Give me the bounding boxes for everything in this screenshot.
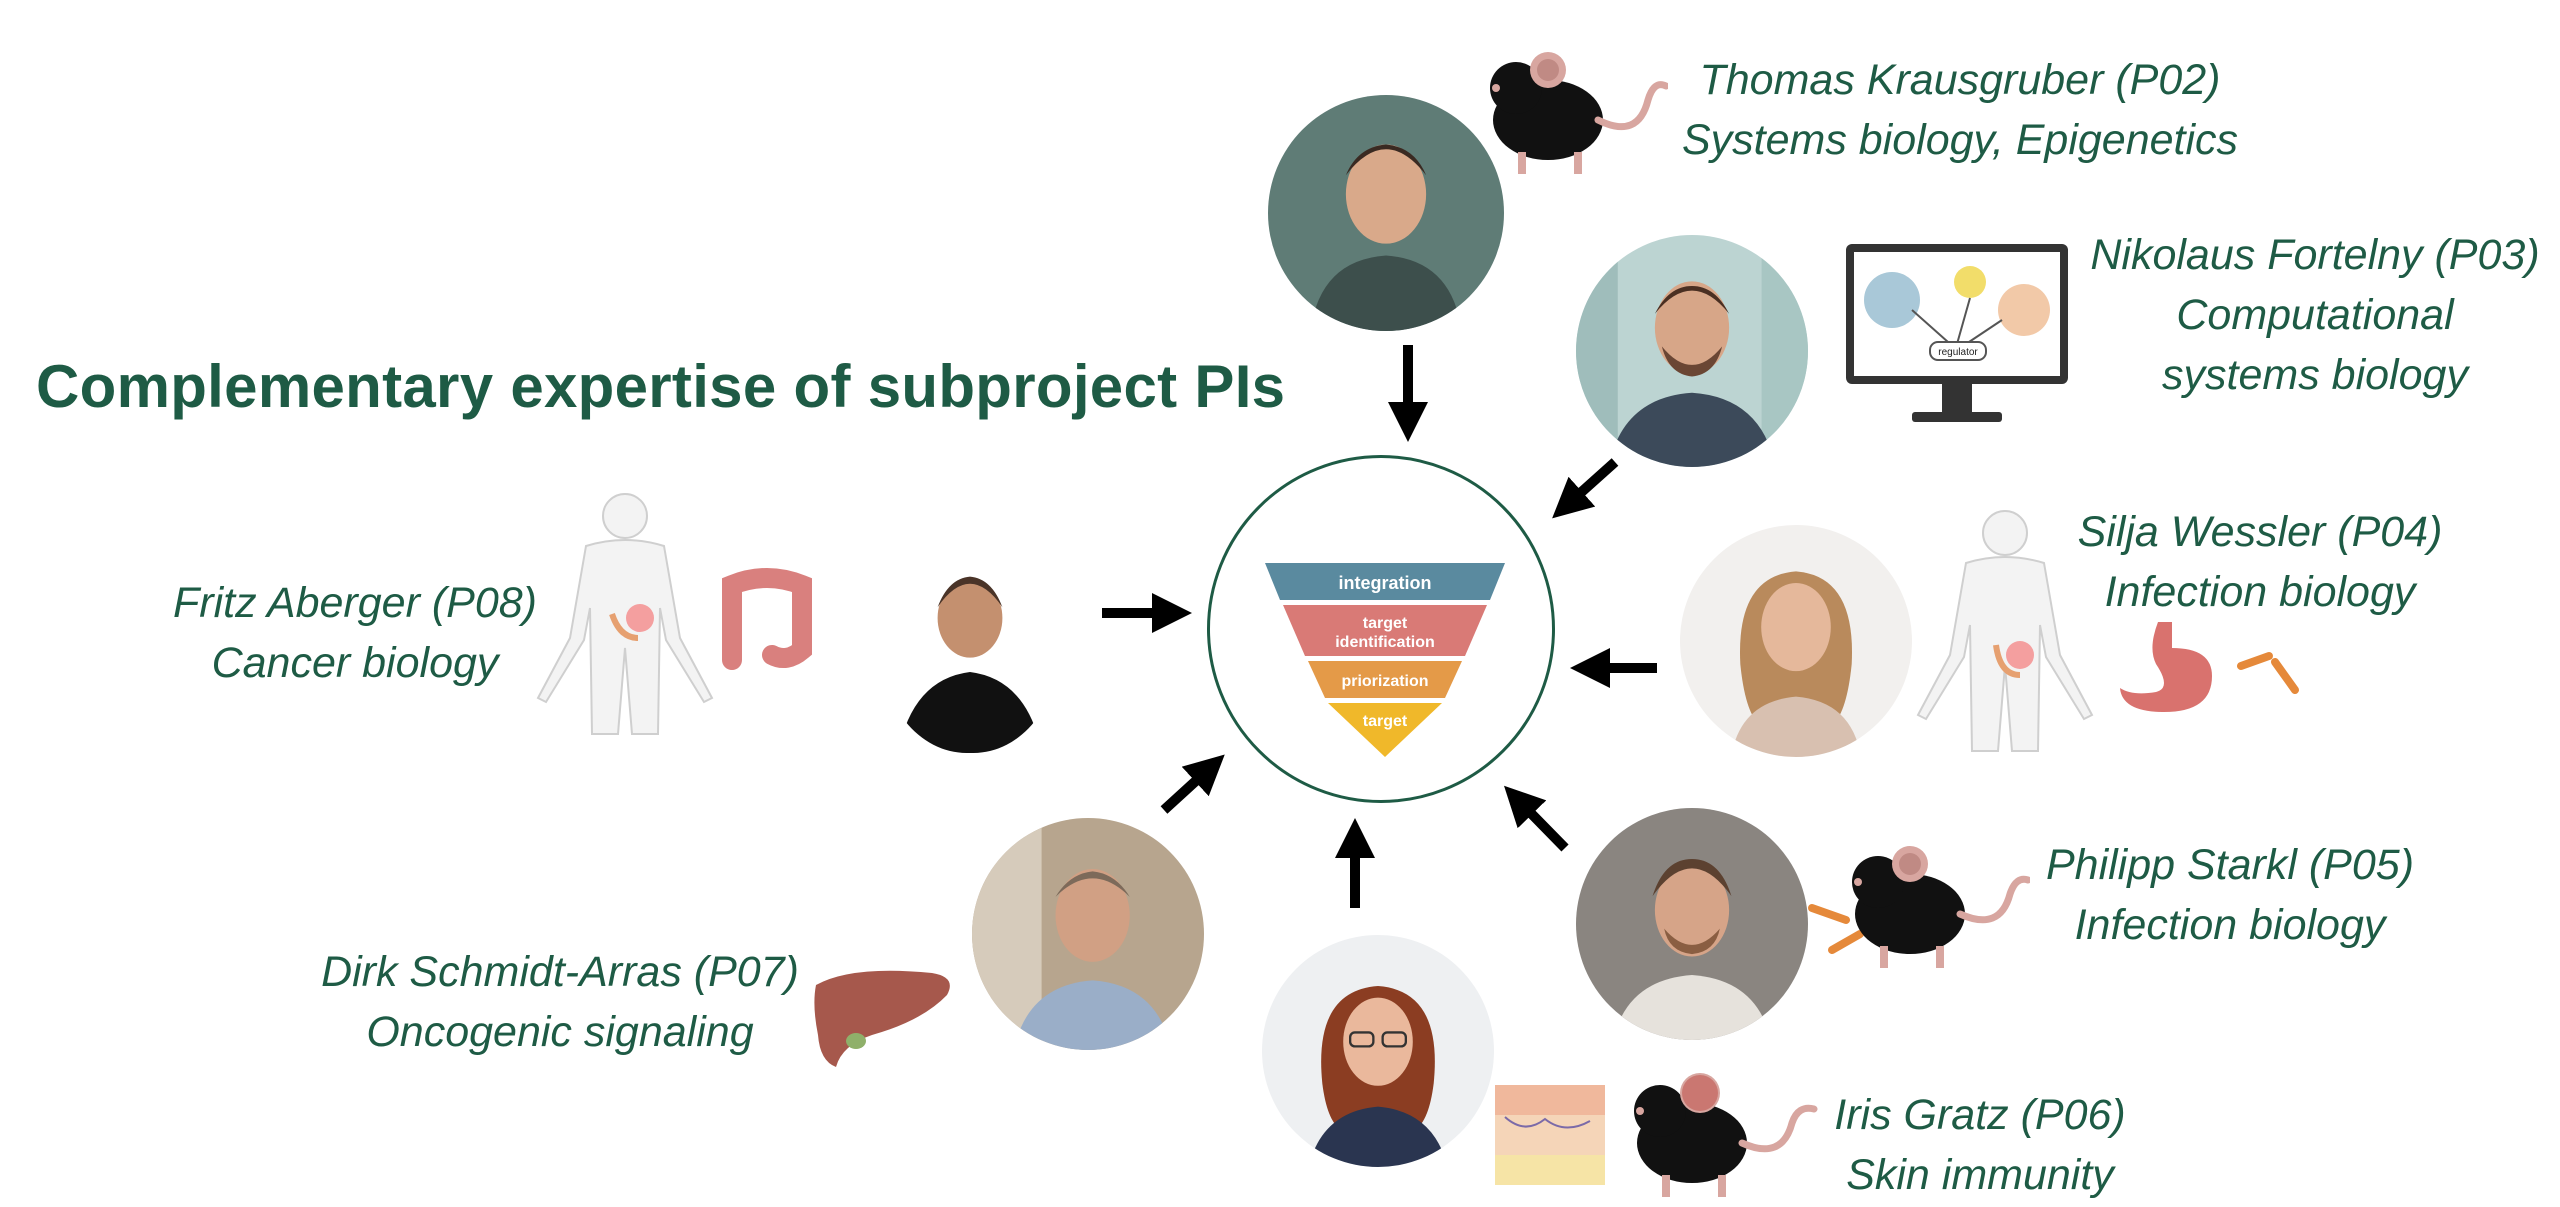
pi-label-p07: Dirk Schmidt-Arras (P07) Oncogenic signa…	[300, 942, 820, 1062]
funnel-label-target-2: target	[1363, 713, 1408, 730]
pi-name: Philipp Starkl (P05)	[2045, 841, 2415, 889]
pi-label-p08: Fritz Aberger (P08) Cancer biology	[150, 573, 560, 693]
pi-label-p05: Philipp Starkl (P05) Infection biology	[2020, 835, 2440, 955]
portrait-p02	[1268, 95, 1504, 331]
pi-label-p06: Iris Gratz (P06) Skin immunity	[1800, 1085, 2160, 1205]
arrow-icon	[1160, 754, 1225, 814]
regulator-label: regulator	[1938, 347, 1978, 358]
portrait-p07	[972, 818, 1204, 1050]
central-hub-circle	[1207, 455, 1555, 803]
liver-icon	[814, 970, 950, 1067]
page-title: Complementary expertise of subproject PI…	[36, 353, 1286, 420]
portrait-p03	[1576, 235, 1808, 467]
pi-field: Systems biology, Epigenetics	[1681, 116, 2239, 164]
human-body-icon	[1916, 510, 2094, 752]
arrow-icon	[1504, 785, 1569, 852]
pi-name: Silja Wessler (P04)	[2077, 508, 2443, 556]
pi-field: Skin immunity	[1846, 1151, 2114, 1199]
funnel-level-target-identification	[1283, 605, 1487, 656]
portrait-p08	[880, 528, 1060, 753]
funnel-level-priorization	[1308, 661, 1462, 698]
human-body-icon	[536, 493, 714, 735]
colon-icon	[722, 568, 812, 670]
stomach-icon	[2120, 622, 2212, 712]
mouse-icon	[1634, 1073, 1818, 1197]
funnel-level-target	[1328, 703, 1442, 757]
mouse-icon	[1490, 52, 1668, 174]
pi-label-p02: Thomas Krausgruber (P02) Systems biology…	[1680, 50, 2240, 170]
pi-name: Nikolaus Fortelny (P03)	[2090, 231, 2540, 279]
funnel-label-priorization: priorization	[1341, 673, 1428, 690]
arrow-icon	[1552, 458, 1619, 519]
funnel-label-integration: integration	[1339, 573, 1432, 593]
funnel-level-integration	[1265, 563, 1505, 600]
pi-field-line-2: systems biology	[2162, 351, 2468, 399]
pi-field-line-1: Computational	[2176, 291, 2454, 339]
pi-field: Oncogenic signaling	[366, 1008, 754, 1056]
pi-name: Iris Gratz (P06)	[1834, 1091, 2126, 1139]
bacteria-icon	[2237, 652, 2299, 694]
pi-name: Fritz Aberger (P08)	[172, 579, 537, 627]
portrait-p05	[1576, 808, 1808, 1040]
pi-field: Infection biology	[2074, 901, 2386, 949]
prioritization-funnel: integration target identification priori…	[1265, 563, 1505, 757]
portrait-p04	[1680, 525, 1912, 757]
pi-field: Infection biology	[2104, 568, 2416, 616]
skin-layer-icon	[1495, 1085, 1605, 1185]
monitor-network-icon: regulator	[1846, 244, 2068, 422]
pi-field: Cancer biology	[211, 639, 499, 687]
mouse-icon	[1852, 846, 2030, 968]
pi-name: Thomas Krausgruber (P02)	[1699, 56, 2221, 104]
portrait-p06	[1262, 935, 1494, 1167]
funnel-label-identification: identification	[1335, 634, 1435, 651]
funnel-label-target-1: target	[1363, 615, 1408, 632]
bacteria-icon	[1808, 904, 1864, 954]
pi-label-p04: Silja Wessler (P04) Infection biology	[2060, 502, 2460, 622]
pi-name: Dirk Schmidt-Arras (P07)	[321, 948, 799, 996]
pi-label-p03: Nikolaus Fortelny (P03) Computational sy…	[2085, 225, 2545, 405]
